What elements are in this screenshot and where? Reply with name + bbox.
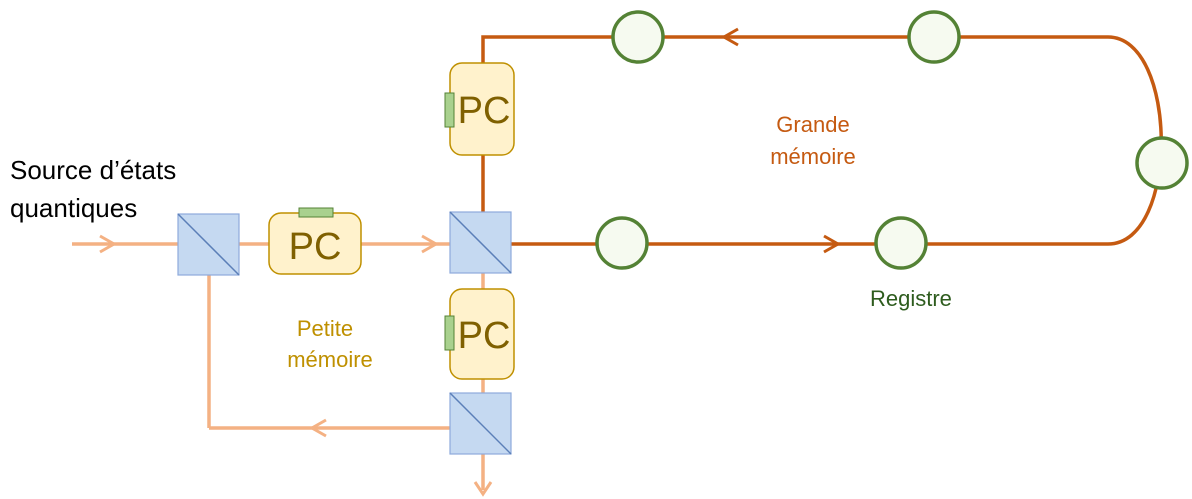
register-circles [595, 10, 1189, 270]
registre-label: Registre [870, 286, 952, 311]
arrow-top-left [720, 27, 739, 47]
source-label-line2: quantiques [10, 193, 138, 223]
arrow-to-splitter [421, 234, 440, 254]
pockels-cell-bottom: PC [444, 288, 515, 380]
pc-label-top: PC [458, 90, 511, 132]
register-circle-5 [874, 216, 928, 270]
register-circle-3 [1135, 136, 1189, 190]
arrow-petite-return [308, 418, 327, 438]
register-circle-1 [611, 10, 665, 64]
arrow-output [473, 481, 493, 497]
arrow-input [99, 234, 118, 254]
petite-memoire-line1: Petite [296, 316, 354, 341]
arrow-bottom-right [823, 234, 842, 254]
petite-memoire-line2: mémoire [287, 347, 373, 372]
pc-label-bottom: PC [458, 315, 511, 357]
beam-splitter-center [449, 211, 512, 274]
beam-splitter-input [177, 213, 240, 276]
grande-memoire-loop [481, 27, 1163, 254]
source-label-line1: Source d’états [10, 155, 177, 185]
register-circle-4 [595, 216, 649, 270]
grande-memoire-line1: Grande [776, 112, 850, 137]
pc-label-left: PC [289, 226, 342, 268]
grande-memoire-line2: mémoire [770, 144, 856, 169]
beam-splitter-output [449, 392, 512, 455]
register-circle-2 [907, 10, 961, 64]
pockels-cell-left: PC [268, 207, 362, 275]
pockels-cell-top: PC [444, 62, 515, 156]
